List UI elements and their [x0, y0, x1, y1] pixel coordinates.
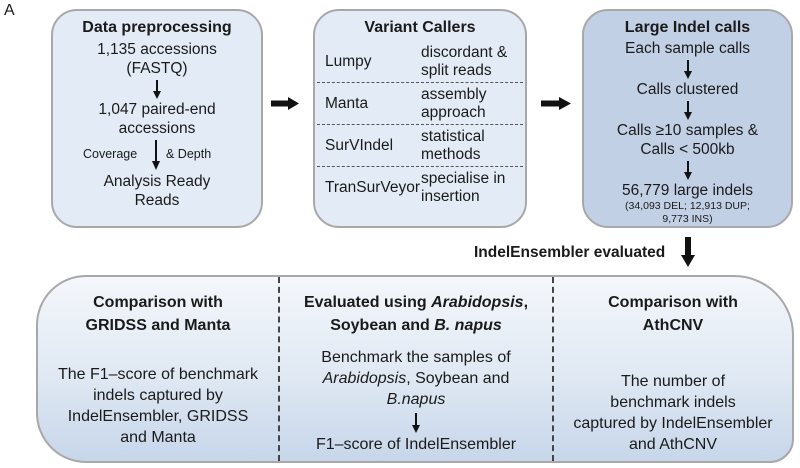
down-arrow-icon	[584, 159, 791, 181]
caller-description: statistical methods	[421, 128, 523, 164]
eval-title: GRIDSS and Manta	[85, 317, 231, 334]
eval-result: F1–score of IndelEnsembler	[315, 436, 517, 453]
caller-description: discordant & split reads	[421, 44, 523, 80]
right-arrow-icon	[271, 97, 299, 110]
caller-desc-line: approach	[421, 103, 486, 121]
eval-title-text: Evaluated using	[303, 294, 432, 311]
coverage-label: Coverage	[83, 147, 138, 161]
down-arrow-icon	[584, 99, 791, 121]
eval-title-species: B. napus	[434, 317, 502, 334]
eval-title-text: ,	[523, 294, 529, 311]
eval-text: and Manta	[120, 429, 196, 446]
caller-row: TranSurVeyor specialise in insertion	[317, 167, 523, 208]
result-breakdown: (34,093 DEL; 12,913 DUP;	[625, 200, 750, 212]
step-reads: Reads	[134, 192, 180, 209]
panel-label: A	[4, 2, 15, 19]
caller-row: SurVIndel statistical methods	[317, 125, 523, 167]
right-arrow-icon	[541, 97, 571, 110]
eval-text: Benchmark the samples of	[321, 349, 511, 366]
step-filter-samples: Calls ≥10 samples &	[616, 122, 759, 139]
variant-callers-title: Variant Callers	[364, 19, 476, 36]
eval-title: Evaluated using Arabidopsis,	[280, 291, 552, 314]
caller-desc-line: split reads	[421, 61, 492, 79]
step-paired-accessions: accessions	[118, 120, 196, 137]
eval-text-species: Arabidopsis	[322, 370, 407, 387]
result-breakdown: 9,773 INS)	[662, 213, 713, 225]
eval-text: The F1–score of benchmark	[57, 366, 259, 383]
caller-desc-line: statistical	[421, 127, 485, 145]
eval-title: AthCNV	[642, 317, 704, 334]
caller-row: Manta assembly approach	[317, 83, 523, 125]
caller-name: Manta	[325, 94, 369, 112]
eval-text: and AthCNV	[628, 436, 718, 453]
eval-text-rest: , Soybean and	[406, 370, 510, 387]
eval-text: B.napus	[280, 389, 552, 410]
evaluation-species: Evaluated using Arabidopsis, Soybean and…	[278, 277, 554, 461]
caller-desc-line: methods	[421, 145, 481, 163]
caller-desc-line: specialise in	[421, 169, 506, 187]
eval-title-text: Soybean and	[330, 317, 435, 334]
down-arrow-icon	[53, 78, 261, 100]
variant-callers-table: Lumpy discordant & split reads Manta ass…	[317, 41, 523, 208]
data-preprocessing-title: Data preprocessing	[82, 19, 232, 36]
step-filter-size: Calls < 500kb	[640, 141, 735, 158]
eval-title: Soybean and B. napus	[280, 314, 552, 337]
evaluation-panel: Comparison with GRIDSS and Manta The F1–…	[36, 275, 794, 463]
eval-title: Comparison with	[93, 294, 223, 311]
eval-text: Arabidopsis, Soybean and	[280, 368, 552, 389]
step-fastq: (FASTQ)	[126, 60, 188, 77]
large-indel-calls-box: Large Indel calls Each sample calls Call…	[582, 9, 793, 228]
step-each-sample: Each sample calls	[625, 40, 750, 57]
down-arrow-icon	[681, 237, 695, 267]
caller-desc-line: insertion	[421, 187, 480, 205]
step-paired-end: 1,047 paired-end	[98, 101, 216, 118]
result-large-indels: 56,779 large indels	[622, 182, 753, 199]
down-arrow-icon	[280, 410, 552, 434]
down-arrow-icon	[152, 140, 160, 170]
caller-name: TranSurVeyor	[325, 178, 421, 196]
depth-label: & Depth	[166, 147, 212, 161]
variant-callers-box: Variant Callers Lumpy discordant & split…	[313, 9, 527, 228]
caller-row: Lumpy discordant & split reads	[317, 41, 523, 83]
large-indel-title: Large Indel calls	[624, 19, 751, 36]
step-clustered: Calls clustered	[636, 81, 739, 98]
down-arrow-icon	[584, 58, 791, 80]
evaluation-gridss: Comparison with GRIDSS and Manta The F1–…	[38, 277, 278, 461]
eval-text: captured by IndelEnsembler	[573, 415, 773, 432]
eval-text-species: B.napus	[386, 391, 446, 408]
step-accessions: 1,135 accessions	[97, 41, 217, 58]
caller-name: Lumpy	[325, 52, 372, 70]
caller-desc-line: discordant &	[421, 43, 508, 61]
evaluation-athcnv: Comparison with AthCNV The number of ben…	[554, 277, 792, 461]
eval-text: indels captured by	[93, 387, 223, 404]
eval-text: The number of	[620, 373, 726, 390]
caller-desc-line: assembly	[421, 85, 487, 103]
caller-description: assembly approach	[421, 86, 523, 122]
caller-name: SurVIndel	[325, 136, 394, 154]
evaluation-label: IndelEnsembler evaluated	[474, 244, 666, 261]
caller-description: specialise in insertion	[421, 170, 523, 206]
eval-text: benchmark indels	[610, 394, 736, 411]
data-preprocessing-box: Data preprocessing 1,135 accessions (FAS…	[51, 9, 263, 228]
coverage-depth-step: Coverage & Depth	[53, 138, 261, 172]
eval-text: IndelEnsembler, GRIDSS	[67, 408, 249, 425]
eval-title: Comparison with	[608, 294, 738, 311]
eval-title-species: Arabidopsis	[431, 294, 524, 311]
step-analysis-ready: Analysis Ready	[103, 173, 211, 190]
